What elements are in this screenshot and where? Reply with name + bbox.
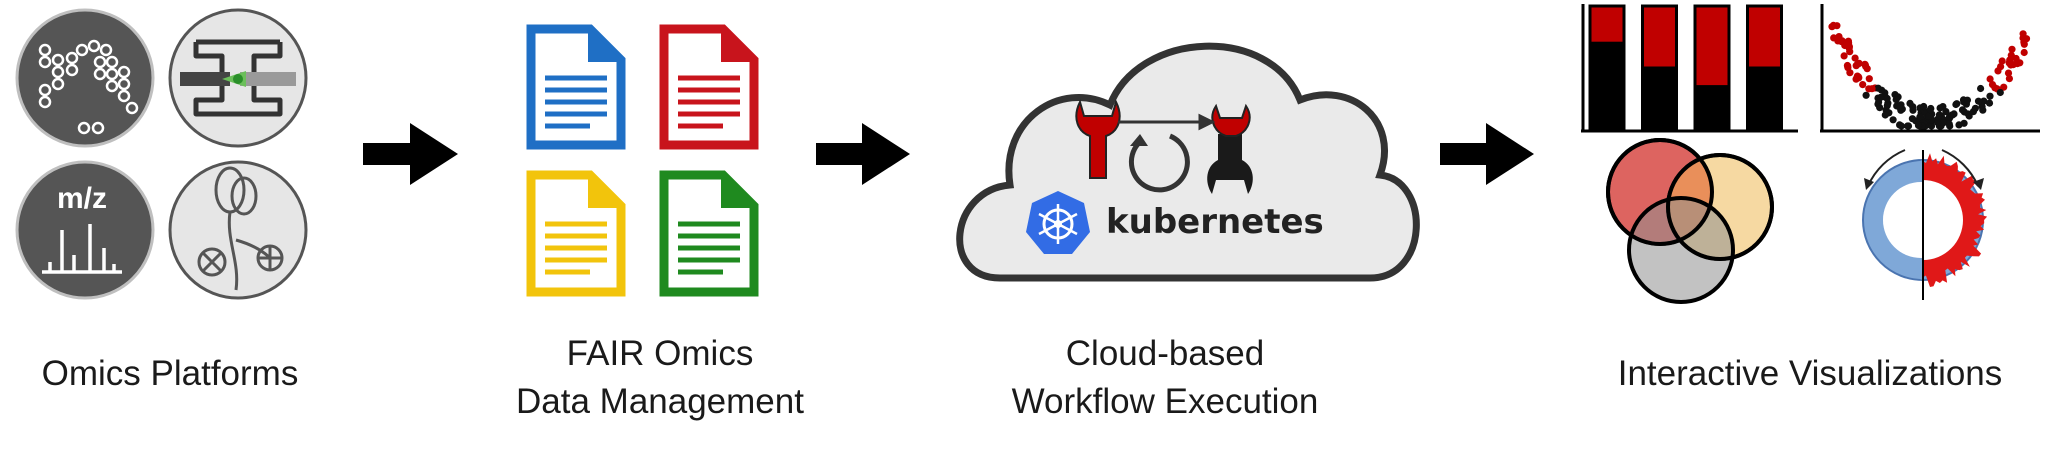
bar-segment: [1643, 6, 1677, 68]
scatter-point: [2013, 55, 2020, 62]
scatter-point: [1915, 122, 1922, 129]
circular-plot: [1863, 150, 1987, 300]
scatter-point: [1986, 93, 1993, 100]
scatter-point: [1950, 110, 1957, 117]
caption-line: Data Management: [480, 378, 840, 426]
scatter-point: [1952, 101, 1959, 108]
scatter-point: [1895, 103, 1902, 110]
scatter-point: [1979, 107, 1986, 114]
stacked-bar-chart: [1581, 4, 1798, 132]
scatter-point: [1884, 95, 1891, 102]
kubernetes-wordmark: kubernetes: [1106, 202, 1324, 242]
bar-segment: [1695, 6, 1729, 87]
venn-diagram: [1608, 140, 1772, 302]
mz-label: m/z: [57, 182, 107, 215]
caption-fair-data-management: FAIR Omics Data Management: [480, 330, 840, 426]
scatter-point: [2008, 46, 2015, 53]
scatter-point: [1909, 115, 1916, 122]
imaging-icon: [170, 162, 306, 298]
scatter-point: [1853, 61, 1860, 68]
scatter-point: [1828, 23, 1835, 30]
arrow-icon: [1440, 123, 1534, 185]
scatter-point: [2006, 75, 2013, 82]
scatter-point: [2021, 49, 2028, 56]
microfluidic-chip-icon: [170, 10, 306, 146]
scatter-point: [1863, 92, 1870, 99]
scatter-point: [1986, 100, 1993, 107]
scatter-point: [1955, 121, 1962, 128]
scatter-point: [1997, 89, 2004, 96]
scatter-point: [1946, 120, 1953, 127]
scatter-point: [1844, 62, 1851, 69]
scatter-point: [1884, 102, 1891, 109]
scatter-point: [2006, 56, 2013, 63]
document-green-icon: [664, 175, 754, 292]
caption-omics-platforms: Omics Platforms: [10, 350, 330, 398]
scatter-point: [1991, 84, 1998, 91]
scatter-point: [1936, 111, 1943, 118]
caption-cloud-workflow: Cloud-based Workflow Execution: [975, 330, 1355, 426]
scatter-point: [1846, 69, 1853, 76]
bar-segment: [1748, 68, 1782, 130]
mass-spectrometry-icon: m/z: [17, 162, 153, 298]
scatter-point: [1975, 98, 1982, 105]
scatter-point: [1878, 87, 1885, 94]
scatter-point: [1877, 94, 1884, 101]
scatter-point: [1925, 113, 1932, 120]
scatter-point: [1964, 97, 1971, 104]
document-red-icon: [664, 29, 754, 145]
arrow-icon: [816, 123, 910, 185]
caption-line: Cloud-based: [975, 330, 1355, 378]
bar-segment: [1590, 43, 1624, 130]
caption-line: Interactive Visualizations: [1580, 350, 2040, 398]
caption-line: Workflow Execution: [975, 378, 1355, 426]
scatter-plot: [1820, 4, 2040, 132]
sequencing-icon: [17, 10, 153, 146]
scatter-point: [1934, 119, 1941, 126]
scatter-point: [1855, 73, 1862, 80]
scatter-point: [1906, 100, 1913, 107]
arrow-icon: [363, 123, 458, 185]
bar-segment: [1643, 68, 1677, 130]
scatter-point: [1927, 106, 1934, 113]
scatter-point: [1839, 37, 1846, 44]
caption-line: FAIR Omics: [480, 330, 840, 378]
scatter-point: [1959, 106, 1966, 113]
scatter-point: [2021, 41, 2028, 48]
caption-line: Omics Platforms: [10, 350, 330, 398]
document-blue-icon: [531, 29, 621, 145]
scatter-point: [1904, 122, 1911, 129]
bar-segment: [1695, 87, 1729, 130]
scatter-point: [1977, 85, 1984, 92]
document-yellow-icon: [531, 175, 621, 292]
bar-segment: [1590, 6, 1624, 43]
scatter-point: [1893, 96, 1900, 103]
scatter-point: [1920, 103, 1927, 110]
scatter-point: [1865, 85, 1872, 92]
scatter-point: [1999, 57, 2006, 64]
caption-interactive-visualizations: Interactive Visualizations: [1580, 350, 2040, 398]
scatter-point: [1942, 108, 1949, 115]
scatter-point: [1972, 105, 1979, 112]
scatter-point: [1882, 111, 1889, 118]
scatter-point: [1846, 48, 1853, 55]
scatter-point: [1994, 67, 2001, 74]
scatter-point: [1862, 61, 1869, 68]
bar-segment: [1748, 6, 1782, 68]
scatter-point: [1898, 122, 1905, 129]
scatter-point: [1866, 75, 1873, 82]
venn-circle-grey: [1629, 198, 1733, 302]
scatter-point: [1909, 107, 1916, 114]
scatter-point: [1859, 81, 1866, 88]
scatter-point: [1890, 116, 1897, 123]
